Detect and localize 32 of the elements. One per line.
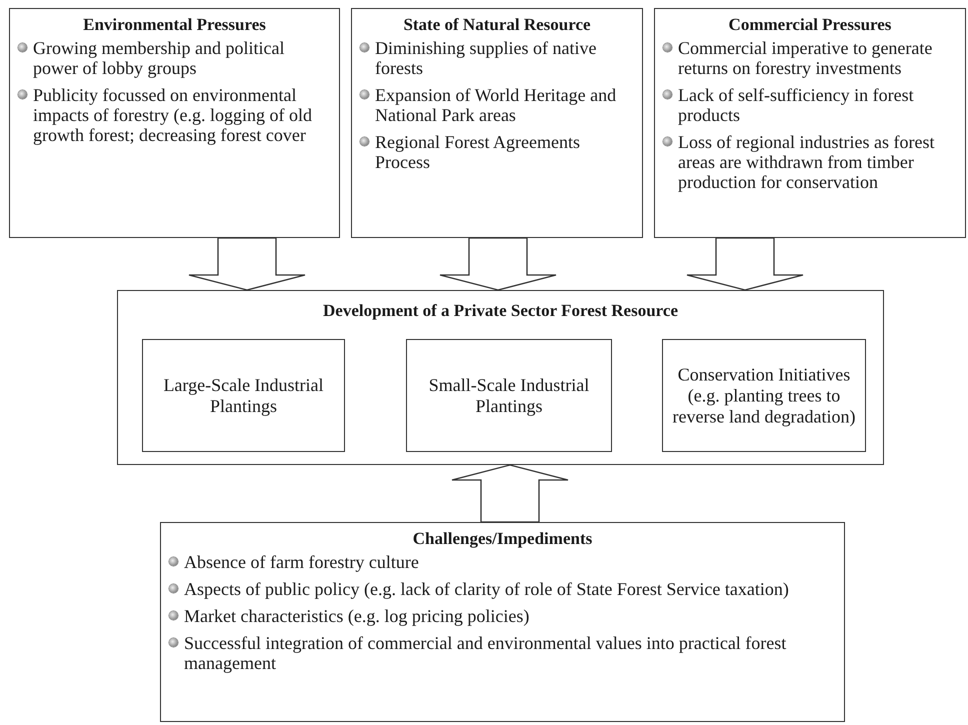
bullet-text: Expansion of World Heritage and National Park areas: [375, 85, 618, 125]
bullet-text: Aspects of public policy (e.g. lack of clarity of role of State Forest Service taxation): [184, 579, 789, 599]
group-box: [117, 290, 884, 465]
box-heading: Commercial Pressures: [728, 15, 892, 35]
box-text: Small-Scale Industrial Plantings: [428, 374, 590, 416]
box-text: Conservation Initiatives (e.g. planting trees to reverse land degradation): [672, 364, 856, 427]
process-box: [160, 522, 845, 722]
bullet-text: Commercial imperative to generate returns on forestry investments: [678, 38, 934, 78]
bullet-text: Lack of self-sufficiency in forest products: [678, 85, 915, 125]
process-box: [9, 8, 340, 238]
process-box: [654, 8, 966, 238]
bullet-text: Loss of regional industries as forest areas are withdrawn from timber production for conservation: [678, 132, 936, 192]
process-box: [406, 339, 612, 452]
block-arrow: [451, 464, 569, 523]
box-heading: Challenges/Impediments: [412, 529, 594, 549]
process-box: [142, 339, 345, 452]
bullet-text: Publicity focussed on environmental impacts of forestry (e.g. logging of old growth forest; decreasing forest cover: [33, 85, 313, 145]
box-heading: Environmental Pressures: [82, 15, 267, 35]
bullet-text: Market characteristics (e.g. log pricing policies): [184, 606, 530, 626]
block-arrow: [686, 237, 804, 291]
block-arrow: [188, 237, 306, 291]
box-text: Large-Scale Industrial Plantings: [162, 374, 325, 416]
box-heading: Development of a Private Sector Forest Resource: [322, 301, 679, 321]
process-box: [351, 8, 643, 238]
bullet-text: Regional Forest Agreements Process: [375, 132, 581, 172]
bullet-text: Successful integration of commercial and environmental values into practical forest management: [184, 633, 788, 673]
bullet-text: Diminishing supplies of native forests: [375, 38, 598, 78]
block-arrow: [439, 237, 557, 291]
box-heading: State of Natural Resource: [402, 15, 592, 35]
bullet-text: Growing membership and political power of lobby groups: [33, 38, 286, 78]
bullet-text: Absence of farm forestry culture: [184, 552, 419, 572]
process-box: [662, 339, 866, 452]
